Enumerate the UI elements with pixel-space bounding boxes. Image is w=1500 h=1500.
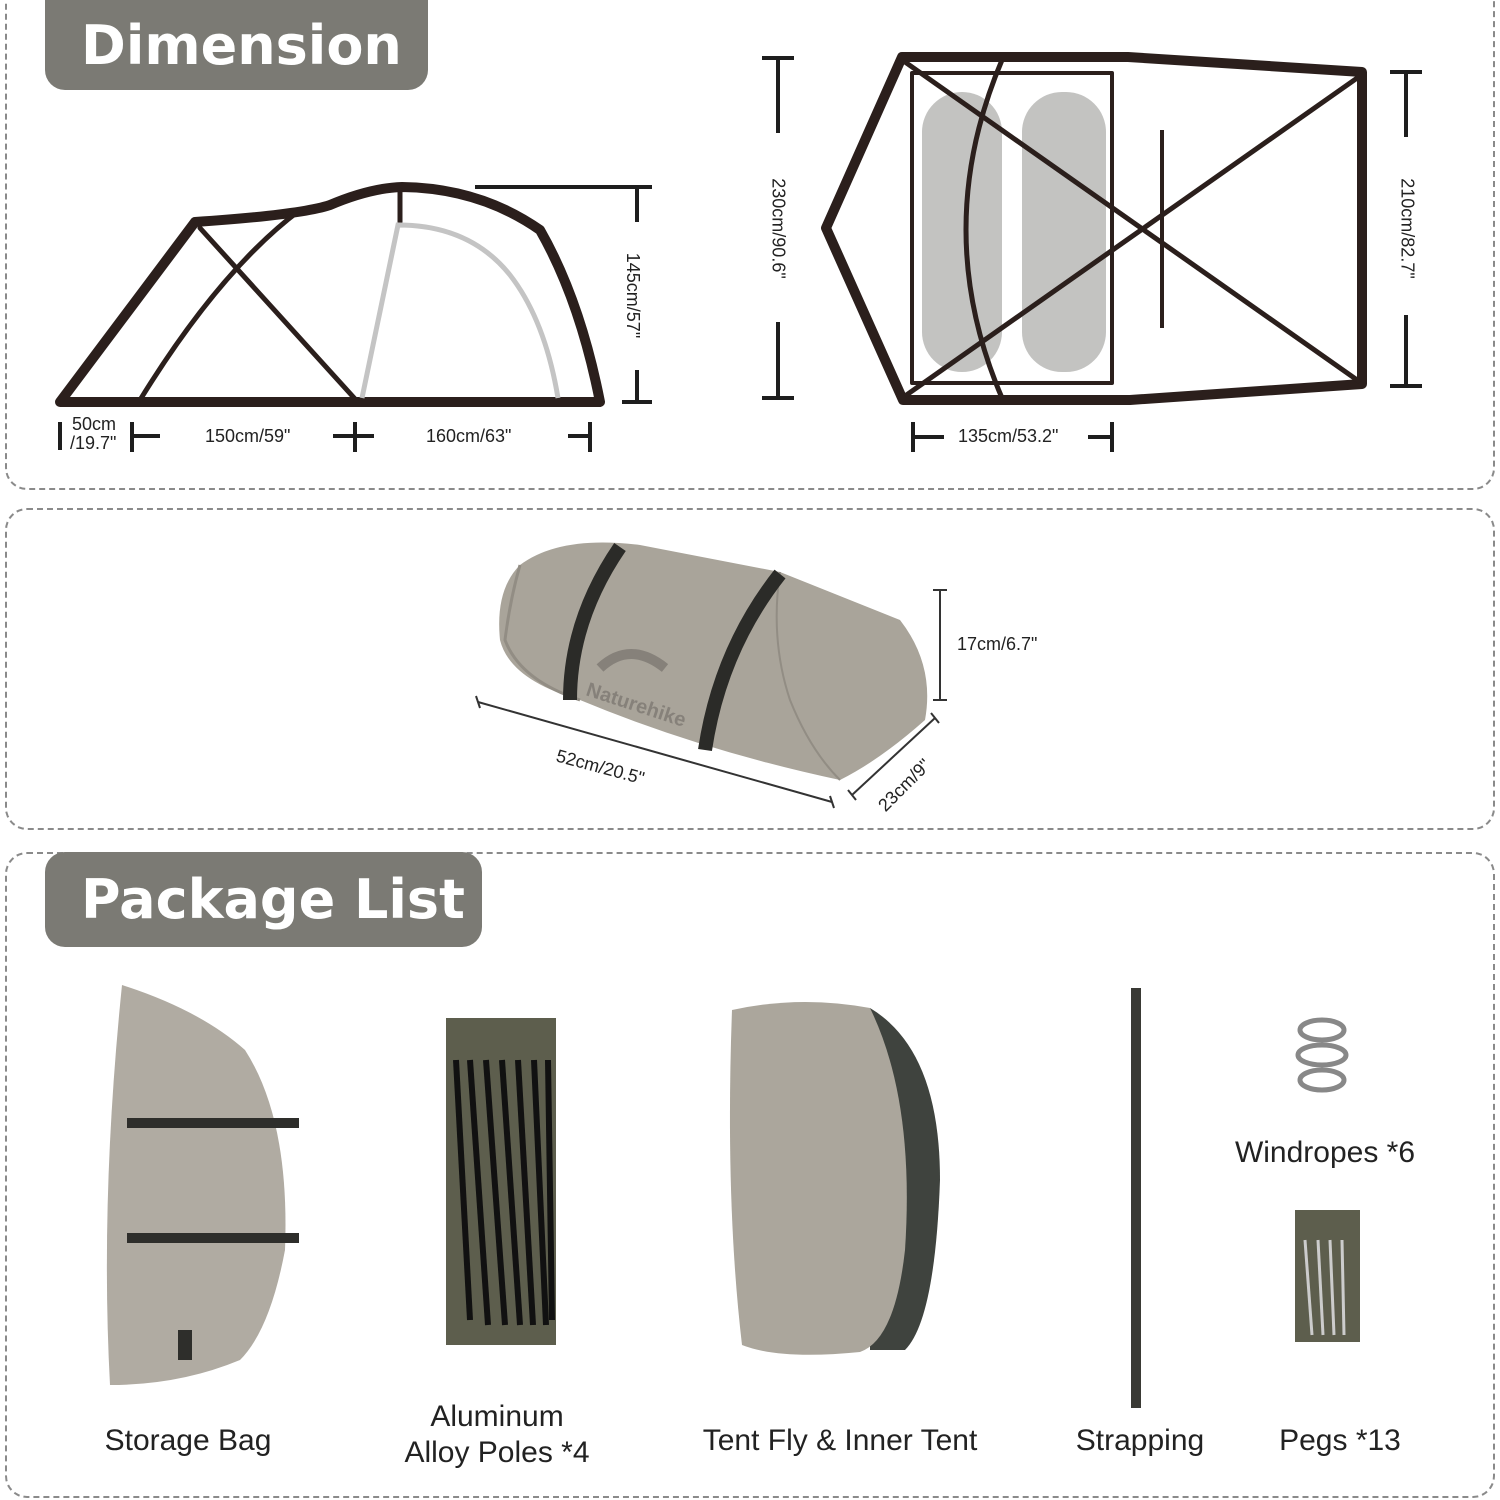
tent-top-view-diagram (762, 52, 1422, 452)
side-seg1-line1: 50cm (72, 414, 117, 434)
top-width-label: 135cm/53.2" (958, 426, 1059, 446)
item-label-tent-fly: Tent Fly & Inner Tent (702, 1424, 978, 1457)
packed-height-label: 17cm/6.7" (957, 634, 1038, 654)
package-list-panel (5, 852, 1495, 1498)
side-seg1-line2: /19.7" (70, 433, 117, 453)
item-label-storage-bag: Storage Bag (104, 1424, 272, 1457)
tent-side-view-diagram (55, 182, 652, 452)
item-label-windropes: Windropes *6 (1234, 1136, 1416, 1169)
dimension-title: Dimension (45, 0, 428, 90)
packed-bag-image: Naturehike (475, 542, 947, 809)
item-label-poles-line1: Aluminum (430, 1400, 564, 1433)
side-seg2-label: 150cm/59" (205, 426, 291, 446)
package-list-title: Package List (45, 852, 482, 947)
item-label-poles-line2: Alloy Poles *4 (404, 1436, 590, 1469)
dimension-panel (5, 0, 1495, 490)
side-seg3-label: 160cm/63" (426, 426, 512, 446)
packed-size-panel (5, 508, 1495, 830)
item-label-strapping: Strapping (1075, 1424, 1205, 1457)
item-label-pegs: Pegs *13 (1279, 1424, 1401, 1457)
